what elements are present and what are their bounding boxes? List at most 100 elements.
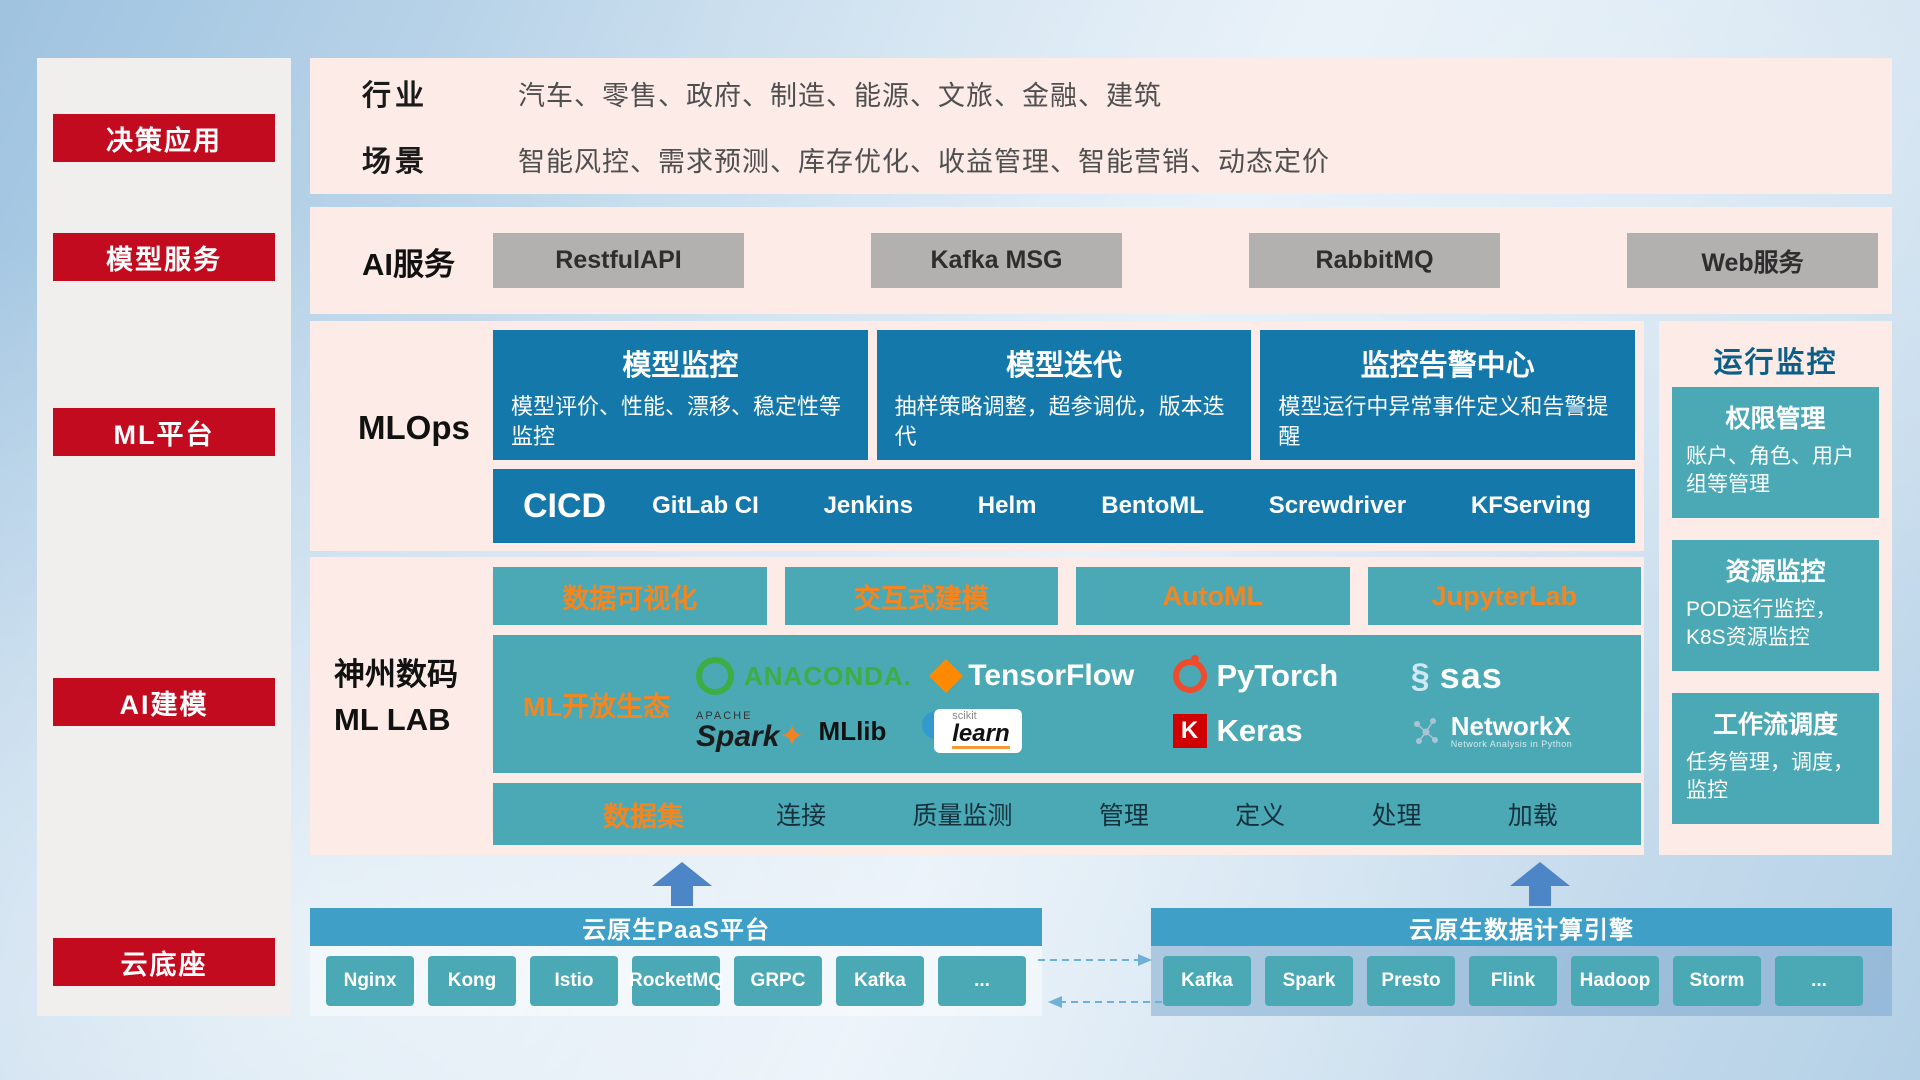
sidebar: 决策应用 模型服务 ML平台 AI建模 云底座 <box>37 58 291 1016</box>
card-desc: 模型运行中异常事件定义和告警提醒 <box>1278 394 1609 449</box>
ai-service-label: AI服务 <box>362 247 455 282</box>
jupyterlab-box: JupyterLab <box>1367 567 1641 625</box>
dataset-connect: 连接 <box>776 802 827 830</box>
networkx-text: NetworkX <box>1450 710 1571 741</box>
pytorch-wordmark: PyTorch <box>1216 658 1339 693</box>
up-arrow-left <box>652 862 712 906</box>
industry-value: 汽车、零售、政府、制造、能源、文旅、金融、建筑 <box>518 80 1162 111</box>
more-box: ... <box>938 956 1026 1006</box>
tensorflow-icon <box>929 659 964 693</box>
arrow-stem <box>1529 886 1551 906</box>
run-monitoring-panel: 运行监控 权限管理 账户、角色、用户组等管理 资源监控 POD运行监控，K8S资… <box>1659 321 1892 855</box>
networkx-subtitle: Network Analysis in Python <box>1450 739 1573 750</box>
ai-service-panel: AI服务 RestfulAPI Kafka MSG RabbitMQ Web服务 <box>310 207 1892 314</box>
arrow-head <box>1510 862 1570 886</box>
ai-service-buttons: RestfulAPI Kafka MSG RabbitMQ Web服务 <box>493 233 1878 288</box>
restfulapi-box: RestfulAPI <box>493 233 744 288</box>
sas-wordmark: sas <box>1439 655 1503 696</box>
scikit-learn-logo: scikit learn <box>922 709 1164 753</box>
screwdriver-item: Screwdriver <box>1268 492 1407 519</box>
automl-box: AutoML <box>1076 567 1350 625</box>
scenario-value: 智能风控、需求预测、库存优化、收益管理、智能营销、动态定价 <box>518 146 1330 177</box>
alert-center-card: 监控告警中心 模型运行中异常事件定义和告警提醒 <box>1260 330 1636 460</box>
data-flow-arrows <box>1038 954 1162 1008</box>
dataset-label: 数据集 <box>603 801 684 832</box>
tensorflow-logo: TensorFlow <box>926 659 1164 693</box>
anaconda-wordmark: ANACONDA. <box>744 660 912 691</box>
card-desc: 模型评价、性能、漂移、稳定性等监控 <box>511 394 842 449</box>
rocketmq-box: RocketMQ <box>629 956 723 1006</box>
card-desc: POD运行监控，K8S资源监控 <box>1686 598 1837 650</box>
anaconda-logo: ANACONDA. <box>688 657 926 695</box>
nginx-box: Nginx <box>326 956 414 1006</box>
scenario-row: 场景 智能风控、需求预测、库存优化、收益管理、智能营销、动态定价 <box>310 138 1892 180</box>
istio-box: Istio <box>530 956 618 1006</box>
spark-text: Spark✦ <box>696 719 805 753</box>
sas-icon: § <box>1410 657 1430 695</box>
rabbitmq-box: RabbitMQ <box>1249 233 1500 288</box>
mllab-label-line1: 神州数码 <box>334 657 458 692</box>
cloud-engine-bar: 云原生数据计算引擎 <box>1151 908 1892 946</box>
bentoml-item: BentoML <box>1101 492 1204 519</box>
gitlab-ci-item: GitLab CI <box>652 492 759 519</box>
helm-item: Helm <box>977 492 1037 519</box>
hadoop-box: Hadoop <box>1571 956 1659 1006</box>
dataset-define: 定义 <box>1235 802 1286 830</box>
card-desc: 抽样策略调整，超参调优，版本迭代 <box>894 394 1225 449</box>
sidebar-item-decision-apps: 决策应用 <box>53 114 275 162</box>
card-title: 资源监控 <box>1725 558 1826 586</box>
cicd-items: GitLab CI Jenkins Helm BentoML Screwdriv… <box>652 492 1635 520</box>
ml-ecosystem-label: ML开放生态 <box>523 691 670 722</box>
spark-box: Spark <box>1265 956 1353 1006</box>
cicd-label: CICD <box>523 486 607 525</box>
sidebar-item-cloud-base: 云底座 <box>53 938 275 986</box>
mllab-label: 神州数码 ML LAB <box>334 653 486 743</box>
card-desc: 任务管理，调度，监控 <box>1686 751 1854 803</box>
card-title: 权限管理 <box>1725 405 1826 433</box>
card-title: 模型监控 <box>622 350 739 382</box>
mllab-tools: 数据可视化 交互式建模 AutoML JupyterLab <box>493 567 1641 625</box>
industry-row: 行业 汽车、零售、政府、制造、能源、文旅、金融、建筑 <box>310 72 1892 114</box>
mlops-cards: 模型监控 模型评价、性能、漂移、稳定性等监控 模型迭代 抽样策略调整，超参调优，… <box>493 330 1636 460</box>
keras-logo: K Keras <box>1165 713 1403 749</box>
monitoring-cards: 权限管理 账户、角色、用户组等管理 资源监控 POD运行监控，K8S资源监控 工… <box>1672 387 1879 824</box>
learn-text: learn <box>952 720 1010 749</box>
interactive-modeling-box: 交互式建模 <box>784 567 1058 625</box>
sas-logo: § sas <box>1403 655 1641 697</box>
tensorflow-wordmark: TensorFlow <box>968 659 1135 692</box>
sidebar-item-ml-platform: ML平台 <box>53 408 275 456</box>
networkx-logo: NetworkX Network Analysis in Python <box>1403 712 1641 750</box>
more-engine-box: ... <box>1775 956 1863 1006</box>
scikit-learn-wordmark: scikit learn <box>922 709 1022 753</box>
dataset-items: 连接 质量监测 管理 定义 处理 加载 <box>733 796 1641 832</box>
dataset-quality: 质量监测 <box>912 802 1013 830</box>
grpc-box: GRPC <box>734 956 822 1006</box>
mllab-panel: 神州数码 ML LAB 数据可视化 交互式建模 AutoML JupyterLa… <box>310 557 1644 855</box>
storm-box: Storm <box>1673 956 1761 1006</box>
pytorch-logo: PyTorch <box>1165 655 1403 694</box>
kafka-engine-box: Kafka <box>1163 956 1251 1006</box>
mllab-label-line2: ML LAB <box>334 701 451 737</box>
cloud-paas-bar: 云原生PaaS平台 <box>310 908 1042 946</box>
flink-box: Flink <box>1469 956 1557 1006</box>
keras-icon: K <box>1172 714 1207 748</box>
card-desc: 账户、角色、用户组等管理 <box>1686 445 1854 497</box>
kong-box: Kong <box>428 956 516 1006</box>
card-title: 模型迭代 <box>1006 350 1123 382</box>
presto-box: Presto <box>1367 956 1455 1006</box>
kafka-msg-box: Kafka MSG <box>871 233 1122 288</box>
paas-tech-buttons: Nginx Kong Istio RocketMQ GRPC Kafka ... <box>326 956 1026 1006</box>
industry-label: 行业 <box>362 80 429 112</box>
keras-wordmark: Keras <box>1216 713 1303 748</box>
card-title: 工作流调度 <box>1712 711 1838 739</box>
spark-apache-text: APACHE <box>696 709 753 722</box>
model-monitoring-card: 模型监控 模型评价、性能、漂移、稳定性等监控 <box>493 330 868 460</box>
cicd-bar: CICD GitLab CI Jenkins Helm BentoML Scre… <box>493 469 1635 543</box>
spark-wordmark: APACHE Spark✦ <box>696 709 805 753</box>
ecosystem-logos: ANACONDA. TensorFlow PyTorch § sas APACH… <box>688 655 1641 753</box>
dataset-bar: 数据集 连接 质量监测 管理 定义 处理 加载 <box>493 783 1641 845</box>
arrow-head <box>652 862 712 886</box>
scikit-text: scikit <box>952 710 977 722</box>
networkx-wordmark: NetworkX Network Analysis in Python <box>1451 712 1573 750</box>
